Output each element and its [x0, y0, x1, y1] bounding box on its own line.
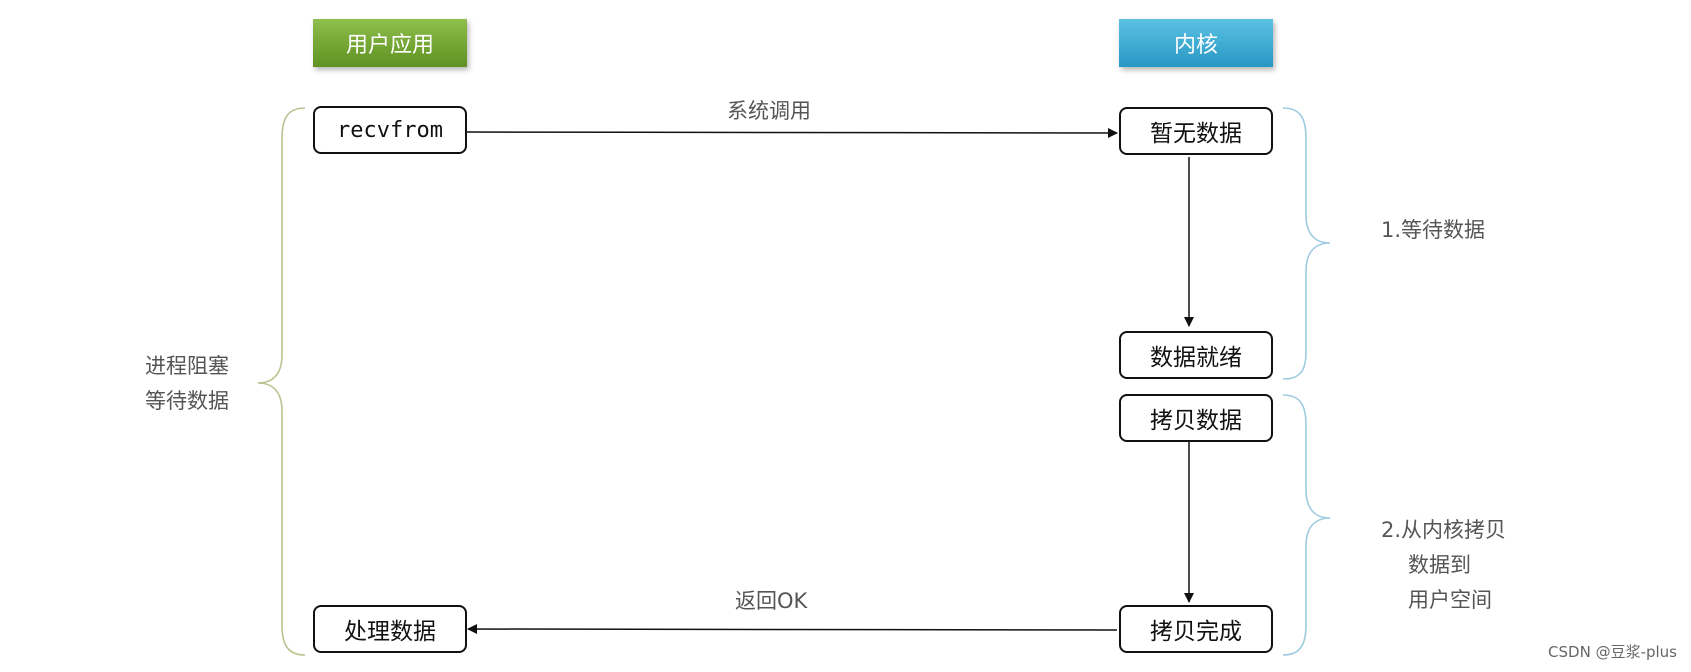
copy-data-label: 拷贝数据: [1150, 408, 1242, 434]
watermark: CSDN @豆浆-plus: [1548, 643, 1677, 661]
syscall-arrow: [466, 127, 1118, 138]
stage2-line: 用户空间: [1408, 588, 1492, 612]
stage2-line: 2.从内核拷贝: [1381, 518, 1507, 542]
data-ready-box: 数据就绪: [1119, 331, 1273, 379]
user-app-header-label: 用户应用: [345, 33, 434, 58]
kernel-header-label: 内核: [1173, 33, 1218, 58]
stage2-annotation: 2.从内核拷贝 数据到 用户空间: [1381, 513, 1506, 618]
annotation-line: 进程阻塞: [145, 354, 229, 378]
copy-done-box: 拷贝完成: [1119, 605, 1273, 653]
annotation-line: 等待数据: [145, 389, 229, 413]
process-data-label: 处理数据: [344, 619, 436, 645]
kernel-header: 内核: [1119, 19, 1273, 67]
stage2-line: 数据到: [1408, 553, 1471, 577]
left-brace: [257, 107, 306, 656]
recvfrom-label: recvfrom: [337, 117, 443, 143]
copy-done-label: 拷贝完成: [1150, 619, 1242, 645]
right-brace-stage1: [1282, 107, 1331, 380]
stage1-annotation: 1.等待数据: [1381, 213, 1485, 248]
return-ok-label: 返回OK: [735, 589, 808, 613]
no-data-box: 暂无数据: [1119, 107, 1273, 155]
blocked-waiting-annotation: 进程阻塞 等待数据: [145, 349, 229, 419]
right-brace-stage2: [1282, 394, 1331, 656]
syscall-label: 系统调用: [727, 99, 811, 123]
return-arrow: [467, 624, 1118, 635]
copy-data-box: 拷贝数据: [1119, 394, 1273, 442]
stage1-line: 1.等待数据: [1381, 218, 1486, 242]
process-data-box: 处理数据: [313, 605, 467, 653]
no-data-label: 暂无数据: [1150, 121, 1242, 147]
data-ready-label: 数据就绪: [1150, 345, 1242, 371]
recvfrom-box: recvfrom: [313, 106, 467, 154]
user-app-header: 用户应用: [313, 19, 467, 67]
